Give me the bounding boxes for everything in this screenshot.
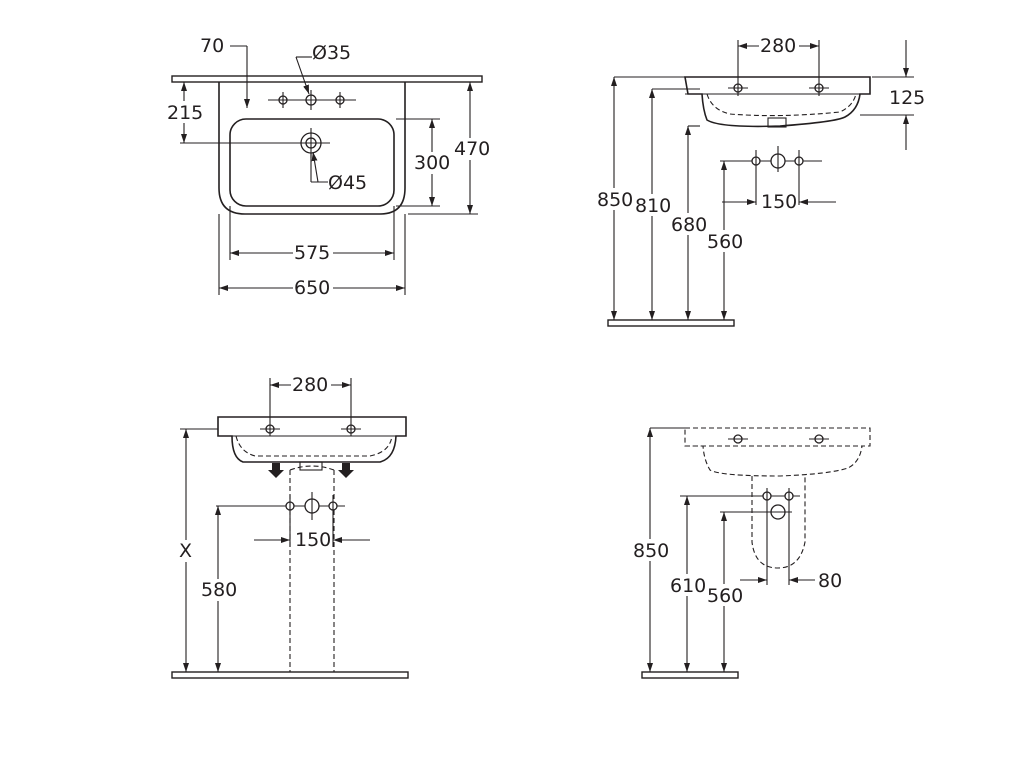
basin-outline [218, 82, 406, 215]
floor-strip [171, 671, 409, 679]
dim-label-610: 610 [670, 575, 706, 597]
dim-label-280: 280 [292, 374, 328, 396]
dim-label-560: 560 [707, 231, 743, 253]
dim-label-215: 215 [167, 102, 203, 124]
dim-label-150: 150 [295, 529, 331, 551]
arrow-down-icon [268, 463, 284, 478]
waste-outlet [767, 117, 787, 128]
dim-label-850: 850 [633, 540, 669, 562]
dim-label-150: 150 [761, 191, 797, 213]
waste-stub [299, 461, 323, 471]
floor-strip [607, 319, 735, 327]
front-pedestal-view: 280 150 X 580 [171, 374, 409, 679]
dim-label-470: 470 [454, 138, 490, 160]
dim-label-580: 580 [201, 579, 237, 601]
floor-strip [641, 671, 739, 679]
dim-label-dia35: Ø35 [312, 42, 351, 64]
basin-side-outline [684, 427, 871, 477]
dim-label-300: 300 [414, 152, 450, 174]
semi-pedestal-outline [751, 476, 806, 569]
arrow-down-icon [338, 463, 354, 478]
side-pedestal-view: 80 850 610 560 [632, 427, 871, 679]
basin-bowl [229, 118, 395, 207]
dim-label-125: 125 [889, 87, 925, 109]
dim-label-70: 70 [200, 35, 224, 57]
dim-label-575: 575 [294, 242, 330, 264]
dim-label-680: 680 [671, 214, 707, 236]
side-wall-view: 280 125 150 850 810 680 560 [596, 35, 925, 327]
dim-label-280: 280 [760, 35, 796, 57]
basin-front-outline [217, 416, 407, 463]
dim-label-dia45: Ø45 [328, 172, 367, 194]
dim-label-850: 850 [597, 189, 633, 211]
dim-label-810: 810 [635, 195, 671, 217]
dim-label-560: 560 [707, 585, 743, 607]
basin-side-outline [684, 76, 871, 128]
dim-label-650: 650 [294, 277, 330, 299]
dim-label-80: 80 [818, 570, 842, 592]
dim-label-x: X [179, 540, 192, 562]
wall-strip [171, 75, 483, 83]
top-view: 70 Ø35 215 300 470 Ø45 575 [167, 35, 490, 299]
